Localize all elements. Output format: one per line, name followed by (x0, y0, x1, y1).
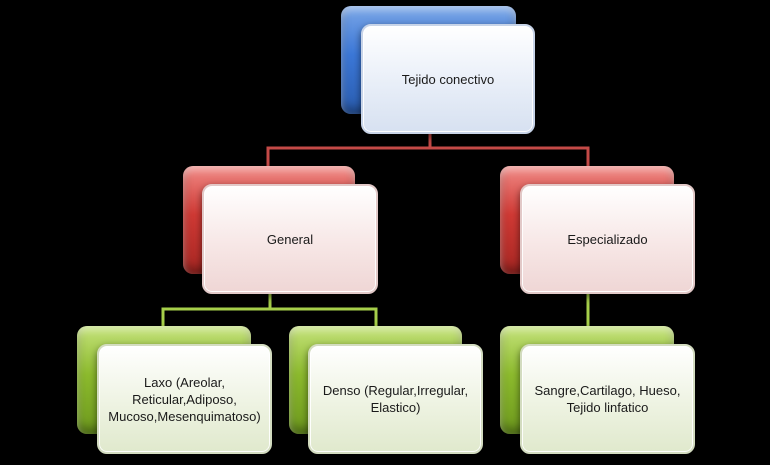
node-general[interactable]: General (183, 166, 379, 294)
node-label: General (266, 231, 314, 247)
node-especializado[interactable]: Especializado (500, 166, 695, 294)
node-front-plate: Sangre,Cartilago, Hueso, Tejido linfatic… (520, 344, 695, 454)
node-front-plate: Tejido conectivo (361, 24, 535, 134)
node-front-plate: General (202, 184, 378, 294)
node-label: Especializado (567, 231, 648, 247)
node-label: Denso (Regular,Irregular, Elastico) (322, 383, 469, 415)
node-denso[interactable]: Denso (Regular,Irregular, Elastico) (289, 326, 483, 454)
node-tejido-conectivo[interactable]: Tejido conectivo (341, 6, 536, 134)
node-label: Tejido conectivo (401, 71, 495, 87)
node-laxo[interactable]: Laxo (Areolar, Reticular,Adiposo, Mucoso… (77, 326, 272, 454)
node-label: Sangre,Cartilago, Hueso, Tejido linfatic… (534, 383, 681, 415)
node-sangre[interactable]: Sangre,Cartilago, Hueso, Tejido linfatic… (500, 326, 695, 454)
node-front-plate: Especializado (520, 184, 695, 294)
node-front-plate: Laxo (Areolar, Reticular,Adiposo, Mucoso… (97, 344, 272, 454)
node-label: Laxo (Areolar, Reticular,Adiposo, Mucoso… (108, 374, 261, 424)
node-front-plate: Denso (Regular,Irregular, Elastico) (308, 344, 483, 454)
